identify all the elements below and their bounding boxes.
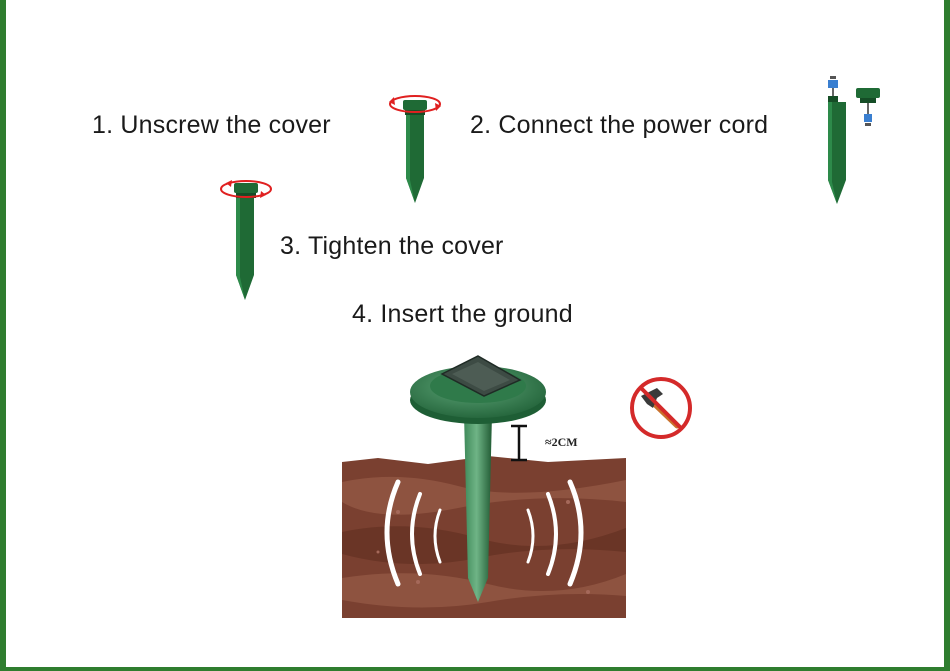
soil-insertion-illustration [342,355,626,618]
step-3-label: 3. Tighten the cover [280,232,504,260]
unscrew-stake-icon [389,95,441,203]
power-cord-stake-icon [828,76,880,204]
step-4-label: 4. Insert the ground [352,300,573,328]
tighten-stake-icon [220,180,272,300]
step-1-label: 1. Unscrew the cover [92,111,331,139]
step-2-label: 2. Connect the power cord [470,111,769,139]
depth-marker-icon [511,424,527,462]
power-connector-icon [828,76,872,126]
rotation-arrow-icon [389,95,441,113]
depth-label: ≈2CM [545,435,578,449]
vibration-waves [384,479,584,587]
rotation-arrow-icon [220,180,272,198]
no-hammer-icon [630,377,692,439]
